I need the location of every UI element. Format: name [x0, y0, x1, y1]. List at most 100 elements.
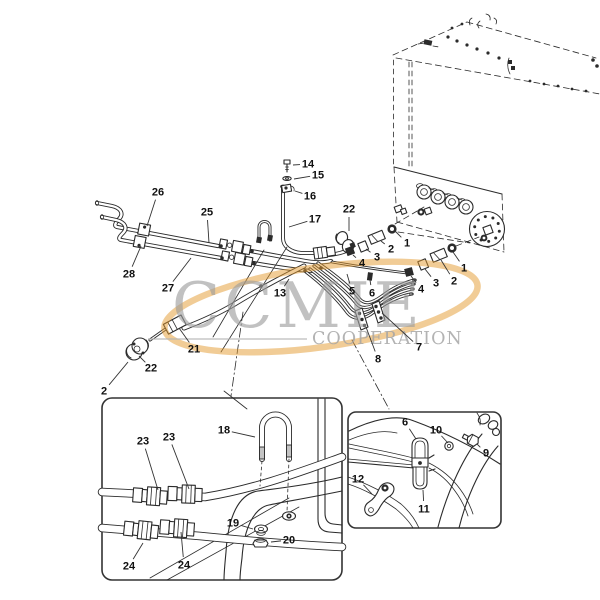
clamp-26-28 — [132, 222, 152, 249]
callout-label-22: 22 — [145, 363, 157, 375]
deck-edge-inner — [395, 57, 600, 95]
bolt-14 — [283, 159, 291, 173]
callout-leader-6 — [369, 279, 372, 286]
callout-label-8: 8 — [375, 354, 381, 366]
panel-edge-inner — [324, 398, 343, 526]
valve-section — [444, 194, 460, 210]
assembly-axis-b — [397, 231, 471, 244]
callout-leader-16 — [294, 190, 303, 194]
hose-guide-u-inner — [258, 220, 271, 242]
callout-leader-20 — [270, 540, 282, 543]
pipe-end-cap — [100, 214, 105, 220]
callout-label-19: 19 — [227, 518, 239, 530]
callout-leader-2 — [440, 259, 451, 275]
callout-leader-3 — [424, 268, 432, 277]
callout-label-18: 18 — [218, 425, 230, 437]
left-inset — [97, 390, 347, 581]
fitting-chain-a — [344, 224, 397, 257]
pipe-end-cap — [95, 200, 100, 206]
callout-leader-3 — [365, 248, 371, 253]
u-bolt-thread — [286, 444, 292, 458]
clamp-bar-8 — [354, 307, 369, 331]
callout-label-5: 5 — [349, 286, 355, 298]
callout-label-7: 7 — [416, 342, 422, 354]
bundle-hose-3-inner — [313, 265, 414, 309]
watermark-subtitle: COOPERATION — [312, 329, 463, 349]
callout-label-24: 24 — [178, 560, 191, 572]
watermark-swoosh — [161, 258, 481, 356]
callout-label-13: 13 — [274, 288, 286, 300]
callout-label-3: 3 — [433, 278, 439, 290]
nut-19 — [253, 524, 269, 536]
bracket-12 — [364, 482, 395, 517]
callout-label-15: 15 — [312, 170, 324, 182]
flange-bolt-holes — [473, 215, 501, 243]
panel-top-edge — [393, 166, 503, 195]
callout-label-6: 6 — [402, 417, 408, 429]
callout-label-20: 20 — [283, 535, 295, 547]
deck-edge-left — [392, 21, 468, 56]
callout-label-27: 27 — [162, 283, 174, 295]
callout-leader-24 — [180, 531, 184, 558]
coupling-13 — [312, 245, 336, 260]
callout-label-24: 24 — [123, 561, 136, 573]
frame-line — [220, 246, 288, 353]
fender-nut — [281, 511, 297, 521]
valve-block — [416, 183, 474, 215]
valve-section — [416, 184, 432, 200]
callout-label-3: 3 — [374, 252, 380, 264]
pipe-25-run-inner — [249, 249, 333, 264]
callout-label-4: 4 — [359, 258, 366, 270]
clamp-bar-7 — [371, 300, 386, 324]
frame-line — [212, 249, 265, 338]
callout-leader-9 — [476, 443, 481, 448]
callout-leader-2 — [380, 240, 386, 245]
fitting-23 — [167, 484, 203, 504]
mounting-flange — [468, 210, 506, 248]
callout-leader-26 — [146, 199, 156, 227]
assembly-axis-c — [455, 236, 480, 247]
callout-leader-10 — [441, 435, 449, 444]
callout-leader-25 — [207, 219, 210, 244]
callout-label-23: 23 — [137, 436, 149, 448]
bolt-9 — [461, 433, 479, 447]
panel-left-edge — [393, 166, 398, 223]
rod — [347, 461, 415, 469]
inset-hose-lower-inner — [98, 524, 346, 551]
callout-label-21: 21 — [188, 344, 200, 356]
callout-leader-5 — [346, 273, 351, 284]
callout-label-9: 9 — [483, 448, 489, 460]
callout-leader-1 — [452, 251, 460, 262]
bracket-icon — [507, 57, 511, 75]
clip-icon — [485, 13, 498, 25]
u-bolt-18-inner — [259, 412, 292, 462]
callout-leader-19 — [240, 524, 254, 530]
right-inset — [347, 411, 502, 529]
callout-leader-8 — [365, 326, 376, 352]
pipe-17-inner — [281, 185, 317, 255]
callout-leader-28 — [131, 245, 142, 267]
bundle-hose-4-inner — [317, 262, 415, 304]
callout-label-12: 12 — [352, 474, 364, 486]
callout-label-16: 16 — [304, 191, 316, 203]
callout-leader-15 — [293, 175, 311, 180]
callout-leader-17 — [288, 220, 308, 228]
assembly-axis-a — [394, 206, 425, 225]
callout-label-10: 10 — [430, 425, 442, 437]
fitting-23 — [132, 486, 168, 507]
callout-label-2: 2 — [388, 244, 394, 256]
nut-20 — [252, 538, 269, 548]
boom-curve-top — [348, 417, 501, 465]
panel-right-edge — [501, 193, 505, 253]
fender-curve-inner — [239, 490, 343, 581]
callout-leader-24 — [132, 542, 144, 560]
fender-curve — [223, 476, 343, 581]
callout-label-22: 22 — [343, 204, 355, 216]
watermark-brand: CCMIE — [172, 269, 424, 342]
callout-label-25: 25 — [201, 207, 213, 219]
hose-end-fittings — [476, 412, 501, 437]
deck-fitting-icon — [423, 39, 433, 46]
